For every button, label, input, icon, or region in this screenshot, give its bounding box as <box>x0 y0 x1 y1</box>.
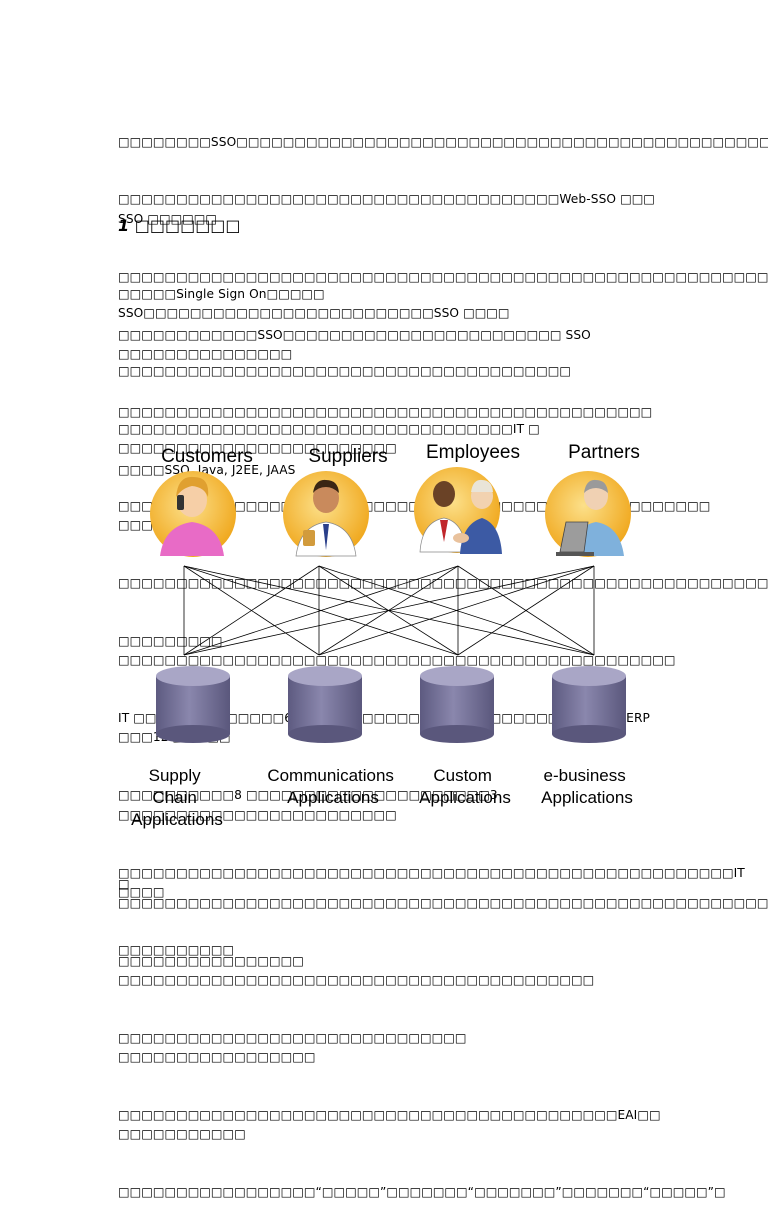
database-icon <box>420 666 494 743</box>
abstract-paragraph: □□□□□□□□SSO□□□□□□□□□□□□□□□□□□□□□□□□□□□□□… <box>118 94 768 499</box>
intro-line: □□□□□□□□□□□□□□□□□□□□□□□□□□□□□□□□□□□□□□□ <box>118 363 571 378</box>
abstract-line: □□□□□□□□□□□□□□□□□□□□□□□□□□□□□□□□□□□□□□We… <box>118 192 659 226</box>
keywords-line: □□□□SSO, Java, J2EE, JAAS <box>118 462 296 477</box>
employees-handshake-icon <box>414 467 502 554</box>
body-line: □□□□□□□□□□□□□□□□□“□□□□□”□□□□□□□“□□□□□□□”… <box>118 1185 726 1200</box>
database-icon <box>156 666 230 743</box>
body-line: □□□□□□□□□□□□□□□□□□□□□□□□□□□□□□□□□□□□□□□□… <box>118 1108 665 1142</box>
abstract-line: □□□□□□□□□□□□□□□□□□□□□□□□□□□□□□□□□□□□□□□□… <box>118 269 768 284</box>
users-applications-diagram: Customers Suppliers Employees Partners <box>131 442 640 829</box>
body-line: □□□□□□□□□□□□□□□□□□□□□□□□□□□□□□ □□□□□□□□□… <box>118 1030 471 1065</box>
group-label-customers: Customers <box>161 446 253 467</box>
body-paragraph: □ □□□□□□□□□□□□□□□□□□□□□□□□□□□□□□□□□□□□□□… <box>118 836 768 1222</box>
intro-line: □□□□□□□□□□□□□□□□□□□□□□□□□□□□□□□□□□IT □ □… <box>118 421 544 455</box>
database-icon <box>552 666 626 743</box>
app-label-communications: Communications Applications <box>267 766 398 807</box>
connection-lines <box>183 565 595 656</box>
body-line: □□□□□□□□□□□□□□□□ □□□□□□□□□□□□□□□□□□□□□□□… <box>118 953 595 988</box>
group-label-partners: Partners <box>568 442 640 463</box>
body-line: □ □□□□□□□□□□□□□□□□□□□□□□□□□□□□□□□□□□□□□□… <box>118 876 768 910</box>
intro-line: □□□□□□□□□ □□□□□□□□□□□□□□□□□□□□□□□□□□□□□□… <box>118 633 676 668</box>
app-label-e-business: e-business Applications <box>541 766 633 807</box>
app-label-custom: Custom Applications <box>419 766 511 807</box>
group-label-employees: Employees <box>426 442 520 463</box>
abstract-line: □□□□□□□□□□□□□□□□□□□□□□□□□□□□□□□□□□□□□□□□… <box>118 404 653 419</box>
supplier-man-icon <box>283 471 369 557</box>
section-title: □□□□□□□ <box>134 216 241 235</box>
intro-line: □□□□□□□□□□8 □□□□□□□□□□□□□□□□□□□□□3 □□□□□… <box>118 788 502 822</box>
intro-line: □□□□□□□□□□ <box>118 942 235 957</box>
intro-line: □□□□□□□□□□□□□□□□□□□□□□□□□□□□□□□□□□□□□□□□… <box>118 865 749 899</box>
customer-woman-phone-icon <box>150 471 236 557</box>
partner-laptop-icon <box>545 471 631 557</box>
app-label-supply-chain: Supply Chain Applications <box>131 766 223 829</box>
intro-line: □□□□□Single Sign On□□□□□ SSO□□□□□□□□□□□□… <box>118 286 510 320</box>
section-number: 1 <box>118 216 130 235</box>
database-icon <box>288 666 362 743</box>
group-label-suppliers: Suppliers <box>308 446 387 467</box>
abstract-line: □□□□□□□□SSO□□□□□□□□□□□□□□□□□□□□□□□□□□□□□… <box>118 134 768 149</box>
section-heading: 1 □□□□□□□ <box>118 216 241 235</box>
abstract-line: □□□□□□□□□□□□SSO□□□□□□□□□□□□□□□□□□□□□□□□ … <box>118 327 595 361</box>
